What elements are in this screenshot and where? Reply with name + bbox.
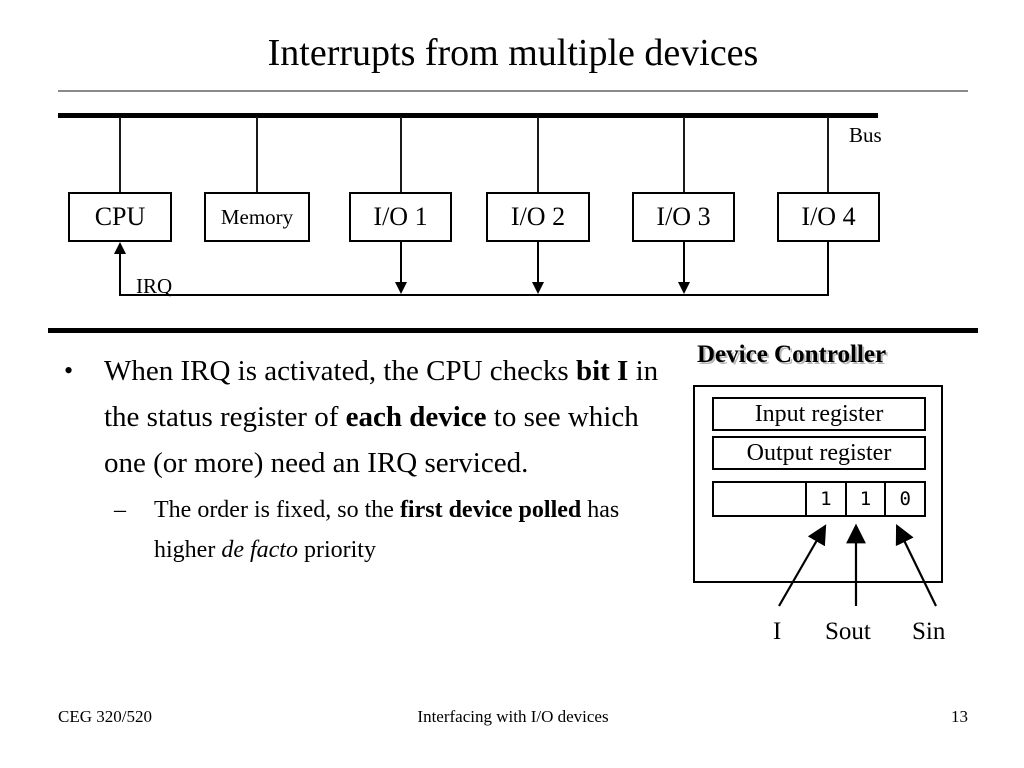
- bullet-level-2: – The order is fixed, so the first devic…: [58, 490, 678, 570]
- output-register-label: Output register: [746, 440, 892, 466]
- status-register-cell-empty[interactable]: [714, 483, 807, 515]
- bus-diagram: Bus CPU Memory I/O 1 I/O 2 I/O 3 I/O 4 I…: [0, 0, 1024, 330]
- irq-line: [119, 294, 829, 296]
- node-label-io-4: I/O 4: [801, 202, 856, 231]
- bullet-1-text: When IRQ is activated, the CPU checks bi…: [104, 355, 658, 479]
- device-controller-title: Device Controller: [697, 341, 887, 368]
- drop-line-io-2: [537, 117, 539, 192]
- irq-arrow-into-cpu-icon: [114, 242, 126, 254]
- irq-arrow-down-io-1-icon: [395, 282, 407, 294]
- system-bus-line: [58, 113, 878, 118]
- bullet-2-span-0: The order is fixed, so the: [154, 497, 400, 523]
- node-label-cpu: CPU: [94, 202, 146, 231]
- irq-riser-to-cpu: [119, 252, 121, 296]
- input-register-box[interactable]: Input register: [712, 397, 926, 431]
- irq-arrow-down-io-3-icon: [678, 282, 690, 294]
- slide-footer: CEG 320/520 Interfacing with I/O devices…: [58, 705, 968, 729]
- bullet-1-span-2: in the status register of: [104, 355, 659, 433]
- body-content: • When IRQ is activated, the CPU checks …: [58, 348, 678, 570]
- footer-page-number: 13: [951, 707, 968, 726]
- node-label-io-1: I/O 1: [373, 202, 428, 231]
- status-register-cell-i[interactable]: 1: [807, 483, 847, 515]
- node-label-memory: Memory: [220, 205, 294, 229]
- node-box-io-2[interactable]: I/O 2: [486, 192, 590, 242]
- pointer-label-sin: Sin: [912, 618, 946, 645]
- irq-stem-io-2: [537, 242, 539, 284]
- drop-line-cpu: [119, 117, 121, 192]
- status-register-cell-sout[interactable]: 1: [847, 483, 887, 515]
- output-register-box[interactable]: Output register: [712, 436, 926, 470]
- bullet-1-span-4: to see which one (or more) need an IRQ s…: [104, 401, 639, 479]
- status-register-row: 1 1 0: [712, 481, 926, 517]
- irq-arrow-down-io-2-icon: [532, 282, 544, 294]
- device-controller-panel: Device Controller Input register Output …: [693, 340, 945, 590]
- drop-line-io-1: [400, 117, 402, 192]
- node-box-io-3[interactable]: I/O 3: [632, 192, 735, 242]
- irq-stem-io-3: [683, 242, 685, 284]
- pointer-label-sout: Sout: [825, 618, 871, 645]
- node-box-io-4[interactable]: I/O 4: [777, 192, 880, 242]
- node-label-io-2: I/O 2: [510, 202, 566, 231]
- title-divider: [58, 90, 968, 92]
- irq-stem-io-1: [400, 242, 402, 284]
- input-register-label: Input register: [754, 401, 884, 427]
- bullet-level-1: • When IRQ is activated, the CPU checks …: [58, 348, 678, 486]
- footer-course-code: CEG 320/520: [58, 707, 152, 726]
- status-register-cell-sin[interactable]: 0: [899, 488, 911, 510]
- node-label-io-3: I/O 3: [656, 202, 711, 231]
- bullet-marker: •: [64, 356, 74, 385]
- bullet-1-span-0: When IRQ is activated, the CPU checks: [104, 355, 576, 387]
- node-box-io-1[interactable]: I/O 1: [349, 192, 452, 242]
- irq-label: IRQ: [136, 274, 173, 298]
- page-title: Interrupts from multiple devices: [267, 32, 759, 74]
- footer-topic: Interfacing with I/O devices: [417, 707, 609, 726]
- bus-label: Bus: [849, 123, 882, 147]
- drop-line-io-3: [683, 117, 685, 192]
- drop-line-memory: [256, 117, 258, 192]
- irq-riser-from-io-4: [827, 242, 829, 296]
- node-box-memory[interactable]: Memory: [204, 192, 310, 242]
- bullet-2-span-3: de facto: [221, 537, 298, 563]
- bullet-2-span-4: priority: [297, 537, 376, 563]
- bullet-2-text: The order is fixed, so the first device …: [154, 497, 619, 563]
- drop-line-io-4: [827, 117, 829, 192]
- pointer-label-i: I: [773, 618, 782, 645]
- bullet-2-span-2: has higher: [154, 497, 620, 563]
- bullet-2-span-1: first device polled: [399, 497, 582, 523]
- sub-bullet-marker: –: [114, 497, 126, 523]
- bullet-1-span-3: each device: [345, 401, 487, 433]
- node-box-cpu[interactable]: CPU: [68, 192, 172, 242]
- bullet-1-span-1: bit I: [575, 355, 629, 387]
- content-divider: [48, 328, 978, 333]
